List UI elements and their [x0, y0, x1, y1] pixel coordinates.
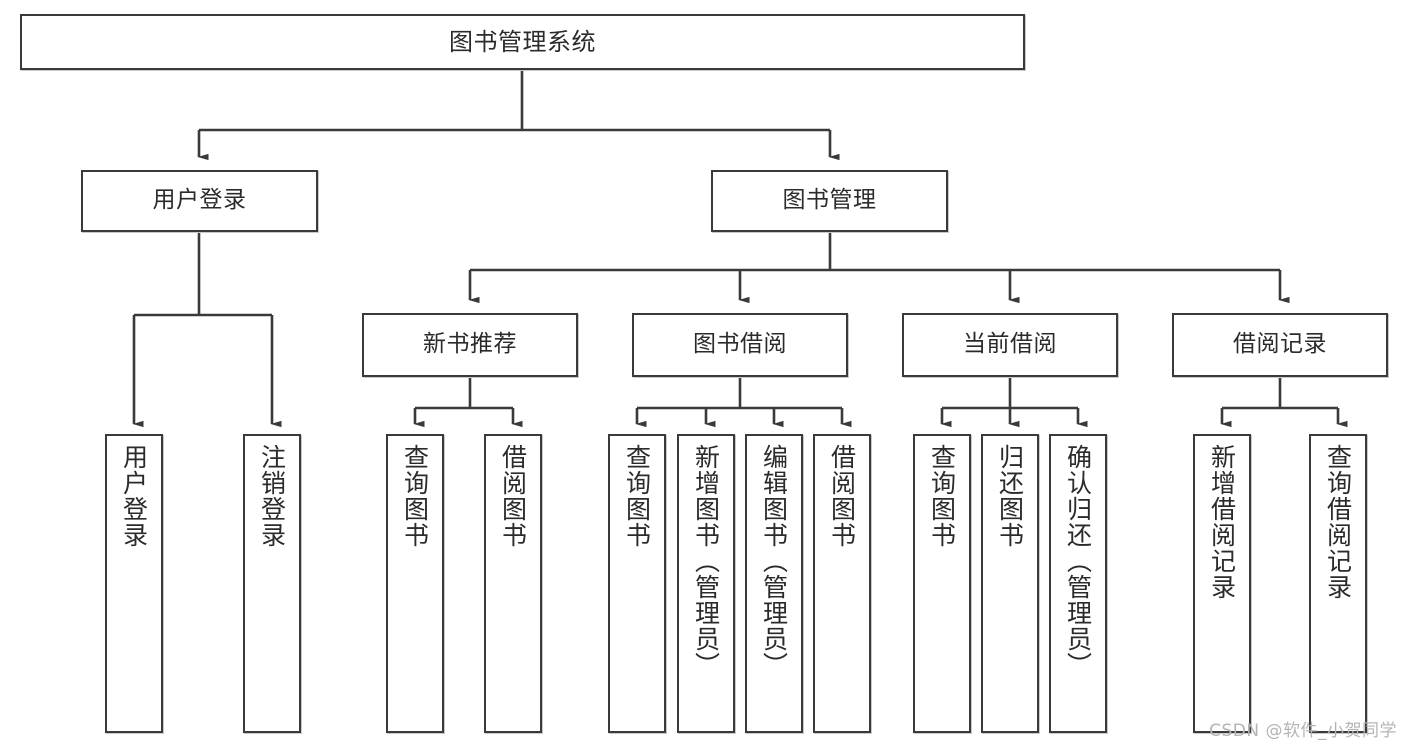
node-label: 查询图书	[400, 444, 430, 548]
node-book-management[interactable]: 图书管理	[711, 170, 948, 232]
node-label: 新增图书（管理员）	[691, 444, 721, 678]
node-label: 新书推荐	[423, 331, 517, 358]
node-label: 图书管理系统	[449, 27, 596, 56]
leaf-edit-book-admin[interactable]: 编辑图书（管理员）	[745, 434, 803, 733]
node-new-book-recommend[interactable]: 新书推荐	[362, 313, 578, 377]
leaf-query-book-borrow[interactable]: 查询图书	[608, 434, 666, 733]
leaf-logout[interactable]: 注销登录	[243, 434, 301, 733]
node-label: 当前借阅	[963, 331, 1057, 358]
node-root-system[interactable]: 图书管理系统	[20, 14, 1025, 70]
node-label: 编辑图书（管理员）	[759, 444, 789, 678]
leaf-borrow-book[interactable]: 借阅图书	[813, 434, 871, 733]
leaf-user-login[interactable]: 用户登录	[105, 434, 163, 733]
leaf-query-borrow-record[interactable]: 查询借阅记录	[1309, 434, 1367, 733]
node-label: 用户登录	[119, 444, 149, 548]
node-label: 借阅记录	[1233, 331, 1327, 358]
node-label: 图书管理	[782, 187, 877, 214]
node-label: 归还图书	[995, 444, 1025, 548]
leaf-confirm-return-admin[interactable]: 确认归还（管理员）	[1049, 434, 1107, 733]
node-label: 新增借阅记录	[1207, 444, 1237, 600]
node-user-login[interactable]: 用户登录	[81, 170, 318, 232]
node-label: 图书借阅	[693, 331, 787, 358]
node-label: 查询图书	[927, 444, 957, 548]
node-book-borrow[interactable]: 图书借阅	[632, 313, 848, 377]
leaf-return-book[interactable]: 归还图书	[981, 434, 1039, 733]
node-current-borrow[interactable]: 当前借阅	[902, 313, 1118, 377]
leaf-add-borrow-record[interactable]: 新增借阅记录	[1193, 434, 1251, 733]
leaf-query-book-current[interactable]: 查询图书	[913, 434, 971, 733]
node-label: 查询借阅记录	[1323, 444, 1353, 600]
node-label: 注销登录	[257, 444, 287, 548]
leaf-add-book-admin[interactable]: 新增图书（管理员）	[677, 434, 735, 733]
leaf-query-book-recommend[interactable]: 查询图书	[386, 434, 444, 733]
node-label: 借阅图书	[498, 444, 528, 548]
node-borrow-record[interactable]: 借阅记录	[1172, 313, 1388, 377]
leaf-borrow-book-recommend[interactable]: 借阅图书	[484, 434, 542, 733]
node-label: 用户登录	[152, 187, 247, 214]
watermark-text: CSDN @软件_小贺同学	[1209, 721, 1397, 741]
node-label: 借阅图书	[827, 444, 857, 548]
node-label: 查询图书	[622, 444, 652, 548]
node-label: 确认归还（管理员）	[1063, 444, 1093, 678]
